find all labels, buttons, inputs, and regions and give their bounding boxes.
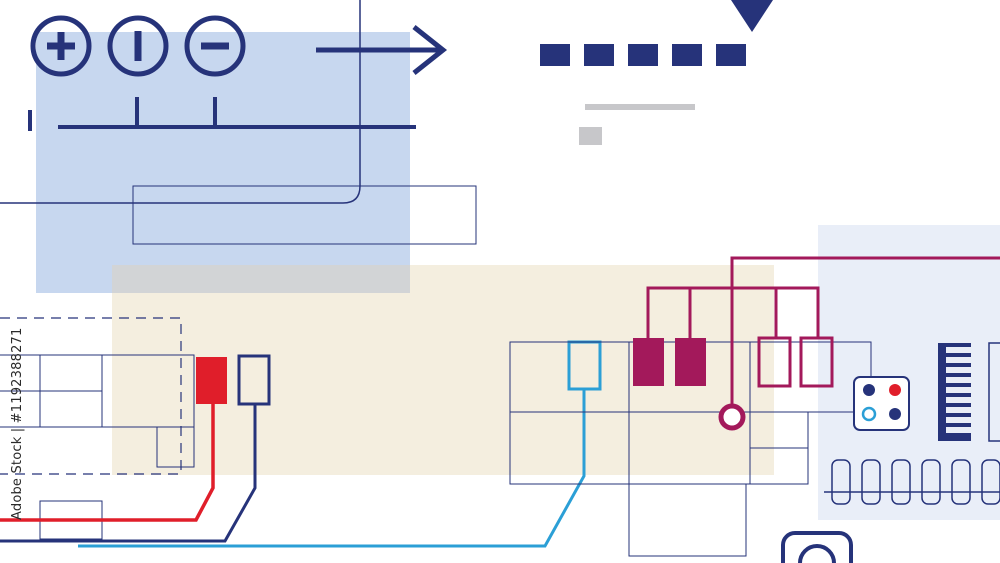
arrow-right-icon — [316, 25, 448, 75]
watermark-side-text: Adobe Stock | #1192388271 — [10, 327, 25, 520]
ring-icon — [718, 403, 746, 431]
comb-heatsink — [938, 343, 971, 441]
capsule-row — [824, 459, 1000, 505]
navy-wire — [0, 404, 257, 543]
magenta-block-1 — [633, 338, 664, 386]
dashed-bar — [540, 44, 746, 66]
plus-circle-icon — [30, 15, 92, 77]
red-wire — [0, 404, 215, 522]
gray-line — [585, 104, 695, 110]
outline-box-upper — [132, 185, 477, 245]
magenta-block-2 — [675, 338, 706, 386]
blue-panel — [36, 32, 410, 293]
bottom-toggle-icon — [781, 531, 853, 563]
edge-outline — [988, 342, 1000, 442]
gray-square — [579, 127, 602, 145]
magenta-network — [646, 256, 1000, 411]
triangle-down-icon — [731, 0, 773, 32]
dashed-frame-left — [0, 317, 182, 475]
pale-blue-panel — [818, 225, 1000, 520]
minus-circle-icon — [184, 15, 246, 77]
grid-blocks-center — [509, 341, 872, 557]
power-socket-icon — [853, 376, 910, 431]
info-circle-icon — [107, 15, 169, 77]
cyan-wire — [78, 389, 586, 548]
ruler-bar — [28, 97, 416, 131]
red-component — [196, 357, 227, 404]
blue-beige-overlap — [112, 265, 410, 293]
